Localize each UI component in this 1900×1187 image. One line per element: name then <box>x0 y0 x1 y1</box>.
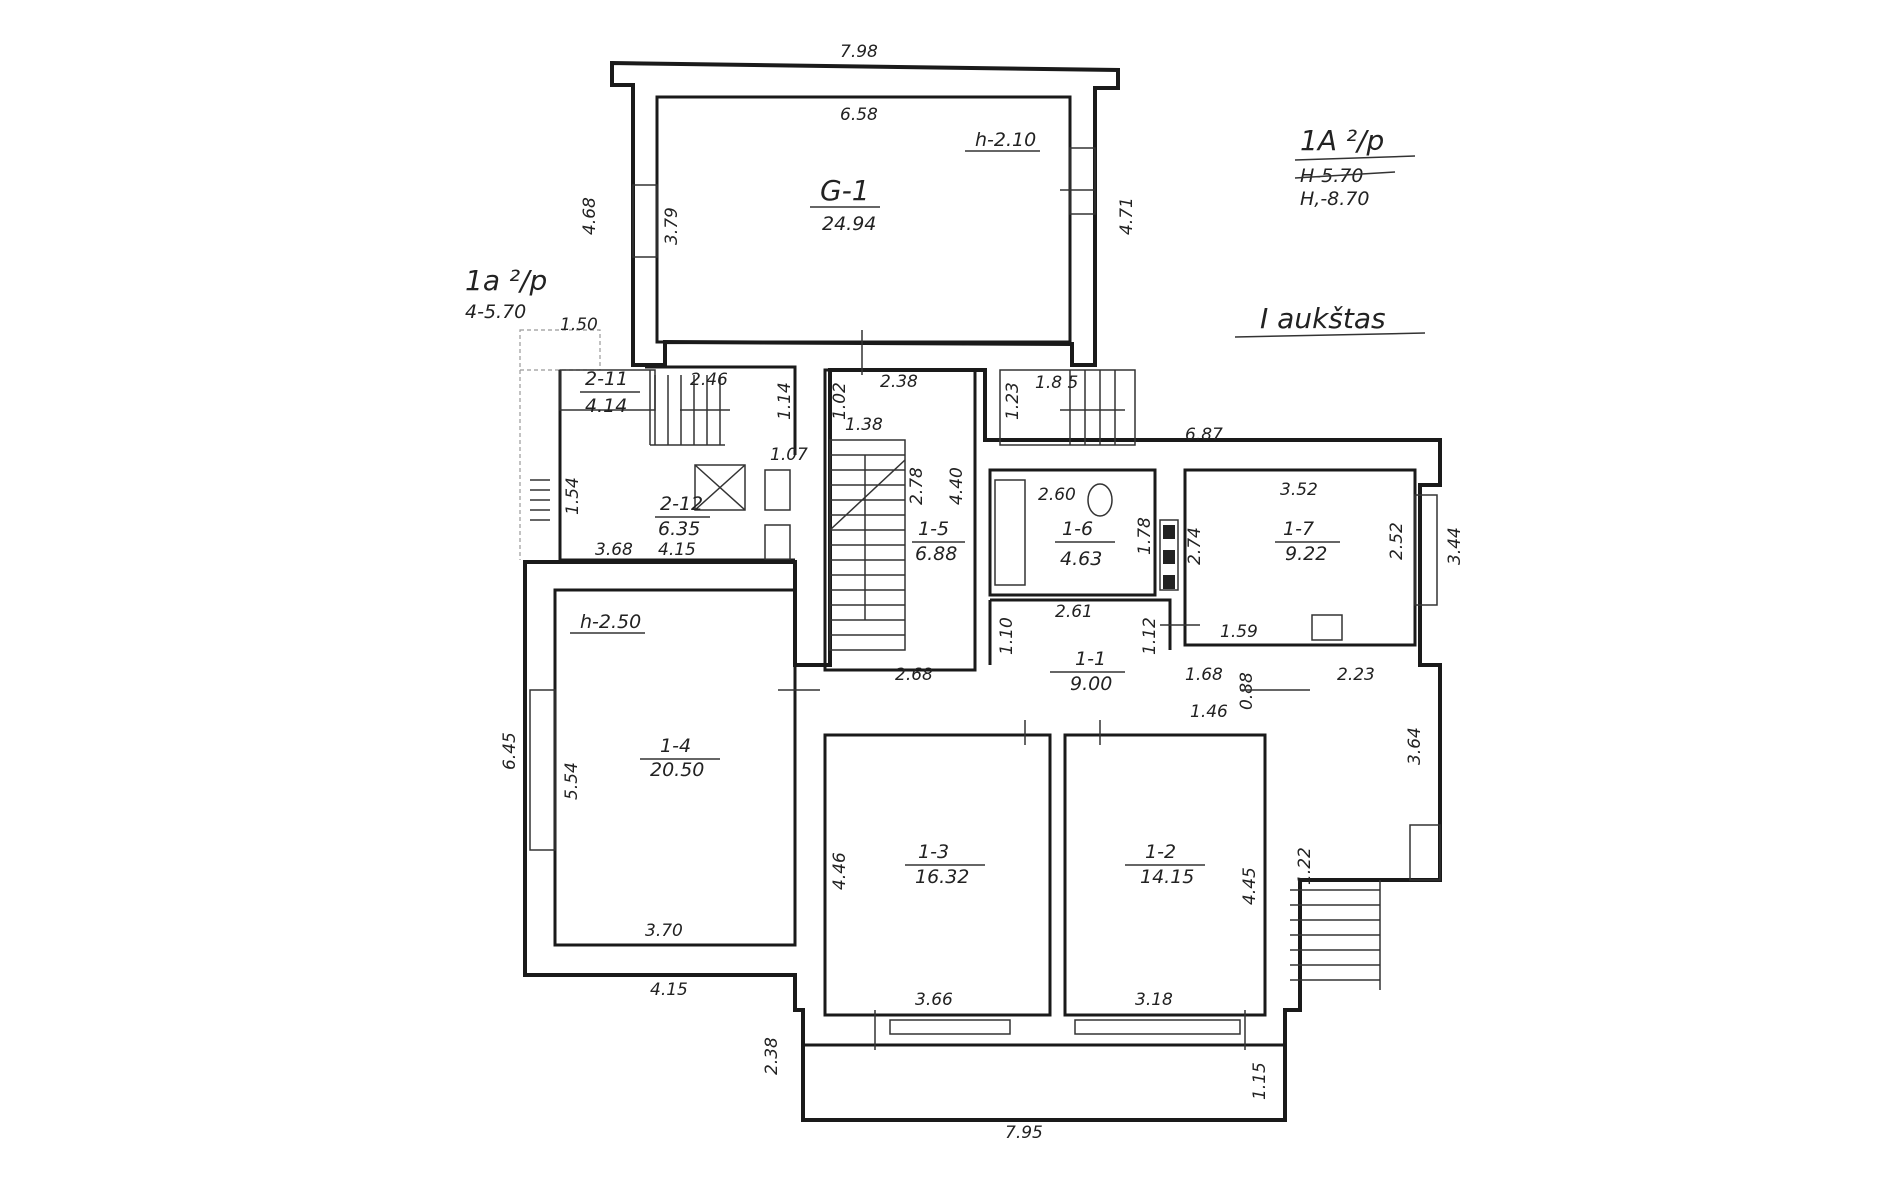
dim-label: 3.66 <box>915 990 953 1010</box>
dim-label: 2.38 <box>762 1037 782 1075</box>
floor-title-underline <box>1234 332 1426 338</box>
room-area: 14.15 <box>1140 866 1194 888</box>
dim-label: 6.58 <box>840 105 878 125</box>
dim-label: 1.59 <box>1220 622 1258 642</box>
dim-label: 7.95 <box>1005 1123 1043 1143</box>
dim-label: 2.52 <box>1387 522 1407 560</box>
room-area: 4.63 <box>1060 548 1102 570</box>
dim-label: 1.38 <box>845 415 883 435</box>
ceiling-height-g1: h-2.10 <box>975 129 1036 151</box>
room-area: 24.94 <box>822 213 876 235</box>
dim-label: 4.15 <box>658 540 696 560</box>
dim-label: 6.87 <box>1185 425 1223 445</box>
dim-label: 4.40 <box>947 467 967 505</box>
height-strike-line <box>1294 171 1396 179</box>
dim-label: 1.46 <box>1190 702 1228 722</box>
room-code: 1-7 <box>1283 518 1314 540</box>
room-area: 20.50 <box>650 759 704 781</box>
room-code: 1-5 <box>918 518 949 540</box>
dim-label: 0.88 <box>1237 672 1257 710</box>
dim-label: 7.98 <box>840 42 878 62</box>
room-area: 9.22 <box>1285 543 1327 565</box>
annex-walls <box>519 329 797 562</box>
dim-label: 2.68 <box>895 665 933 685</box>
dim-label: 3.44 <box>1445 527 1465 565</box>
height-new: H,-8.70 <box>1300 188 1370 210</box>
room-code: 1-1 <box>1075 648 1106 670</box>
dim-label: 2.46 <box>690 370 728 390</box>
dim-label: 1.14 <box>775 382 795 420</box>
main-walls <box>523 368 1442 1122</box>
dim-label: 4.71 <box>1117 197 1137 235</box>
ceiling-height-r14: h-2.50 <box>580 611 641 633</box>
building-code-underline <box>1294 155 1416 161</box>
room-area: 6.88 <box>915 543 957 565</box>
room-area: 9.00 <box>1070 673 1112 695</box>
dim-label: 1.07 <box>770 445 808 465</box>
dim-label: 1.50 <box>560 315 598 335</box>
dim-label: 1.8 5 <box>1035 373 1078 393</box>
dim-label: 5.54 <box>562 762 582 800</box>
dim-label: 3.68 <box>595 540 633 560</box>
dim-label: 2.74 <box>1185 527 1205 565</box>
room-labels: G-1 24.94 2-11 4.14 2-12 6.35 1-5 6.88 1… <box>570 129 1340 888</box>
dim-label: 3.79 <box>662 207 682 245</box>
dim-label: 1.68 <box>1185 665 1223 685</box>
dim-label: 1.10 <box>997 617 1017 655</box>
dim-label: 4.46 <box>830 852 850 890</box>
dim-label: 1.78 <box>1135 517 1155 555</box>
annex-height-left: 4-5.70 <box>465 301 526 323</box>
room-code: 1-4 <box>660 735 691 757</box>
dim-label: 4.68 <box>580 197 600 235</box>
room-code: 1-6 <box>1062 518 1093 540</box>
door-marks <box>778 189 1310 1050</box>
room-area: 4.14 <box>585 395 627 417</box>
room-code: 2-11 <box>585 368 628 390</box>
dim-label: 3.64 <box>1405 727 1425 765</box>
dim-label: 2.38 <box>880 372 918 392</box>
dim-label: 1.02 <box>830 382 850 420</box>
dim-label: 2.78 <box>907 467 927 505</box>
room-code: 1-2 <box>1145 841 1176 863</box>
dim-label: 6.45 <box>500 732 520 770</box>
room-code: 2-12 <box>660 493 703 515</box>
room-code: 1-3 <box>918 841 949 863</box>
dimension-labels: 7.98 6.58 4.68 3.79 4.71 1.50 2.38 1.14 … <box>500 42 1465 1143</box>
dim-label: 4.15 <box>650 980 688 1000</box>
dim-label: 3.18 <box>1135 990 1173 1010</box>
room-code: G-1 <box>820 174 870 207</box>
dim-label: 2.60 <box>1038 485 1076 505</box>
floor-title: I aukštas <box>1260 302 1386 335</box>
room-area: 16.32 <box>915 866 969 888</box>
building-code-right: 1A ²/p <box>1300 124 1384 157</box>
dim-label: 1.54 <box>563 477 583 515</box>
garage-walls <box>610 60 1120 367</box>
annex-code-left: 1a ²/p <box>465 264 547 297</box>
dim-label: 2.23 <box>1337 665 1375 685</box>
dim-label: 4.45 <box>1240 867 1260 905</box>
dim-label: 3.52 <box>1280 480 1318 500</box>
dim-label: 1.22 <box>1295 847 1315 885</box>
room-area: 6.35 <box>658 518 700 540</box>
dim-label: 1.12 <box>1140 617 1160 655</box>
dim-label: 3.70 <box>645 921 683 941</box>
title-block: I aukštas 1A ²/p H-5.70 H,-8.70 1a ²/p 4… <box>465 124 1426 338</box>
dim-label: 1.15 <box>1250 1062 1270 1100</box>
dim-label: 2.61 <box>1055 602 1093 622</box>
dim-label: 1.23 <box>1003 382 1023 420</box>
